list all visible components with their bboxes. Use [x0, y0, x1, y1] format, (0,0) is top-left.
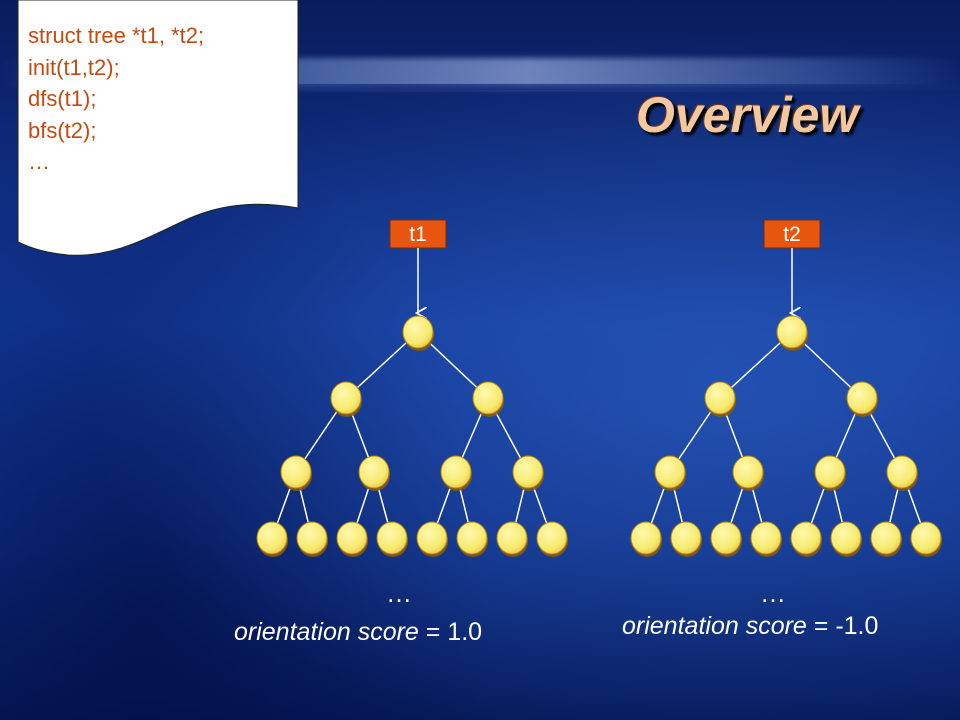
tree-node: [336, 521, 368, 555]
tree-edge: [719, 331, 793, 399]
tree-label: t1: [409, 223, 427, 246]
tree-node: [416, 521, 448, 555]
caption-value: = 1.0: [418, 618, 483, 646]
code-line: bfs(t2);: [28, 117, 97, 143]
caption-label: orientation score: [234, 618, 419, 646]
code-line: struct tree *t1, *t2;: [28, 23, 205, 48]
tree-t2-caption: orientation score = -1.0: [622, 612, 878, 641]
tree-node: [870, 521, 902, 555]
tree-edge: [345, 331, 419, 399]
tree-node: [280, 455, 312, 489]
tree-node: [776, 315, 808, 349]
tree-node: [376, 521, 408, 555]
code-document-shape: [17, 0, 299, 256]
tree-node: [402, 315, 434, 349]
header-shadow-streak: [0, 84, 960, 90]
tree-node: [654, 455, 686, 489]
slide-title: Overview: [636, 87, 859, 143]
tree-node: [704, 381, 736, 415]
code-line: dfs(t1);: [28, 86, 97, 111]
tree-node: [814, 455, 846, 489]
tree-node: [472, 381, 504, 415]
code-line: init(t1,t2);: [28, 54, 120, 80]
code-line: …: [28, 149, 50, 174]
tree-node: [670, 521, 702, 555]
tree-node: [750, 521, 782, 555]
tree-label: t2: [783, 223, 801, 246]
tree-t1-caption: orientation score = 1.0: [234, 618, 482, 647]
tree-node: [910, 521, 942, 555]
tree-node: [358, 455, 390, 489]
tree-node: [732, 455, 764, 489]
tree-node: [440, 455, 472, 489]
tree-node: [536, 521, 568, 555]
tree-t2: t2: [630, 219, 942, 557]
tree-node: [256, 521, 288, 555]
tree-node: [790, 521, 822, 555]
tree-node: [512, 455, 544, 489]
tree-t1-ellipsis: …: [386, 578, 412, 608]
code-snippet: struct tree *t1, *t2; init(t1,t2); dfs(t…: [28, 20, 204, 178]
tree-node: [886, 455, 918, 489]
tree-t2-ellipsis: …: [760, 578, 786, 608]
tree-node: [330, 381, 362, 415]
tree-node: [830, 521, 862, 555]
tree-node: [496, 521, 528, 555]
tree-label-box: [389, 219, 447, 249]
tree-node: [630, 521, 662, 555]
tree-node: [846, 381, 878, 415]
tree-t1: t1: [256, 219, 568, 557]
caption-value: = -1.0: [806, 612, 879, 640]
tree-node: [710, 521, 742, 555]
tree-node: [456, 521, 488, 555]
tree-node: [296, 521, 328, 555]
caption-label: orientation score: [622, 612, 807, 640]
